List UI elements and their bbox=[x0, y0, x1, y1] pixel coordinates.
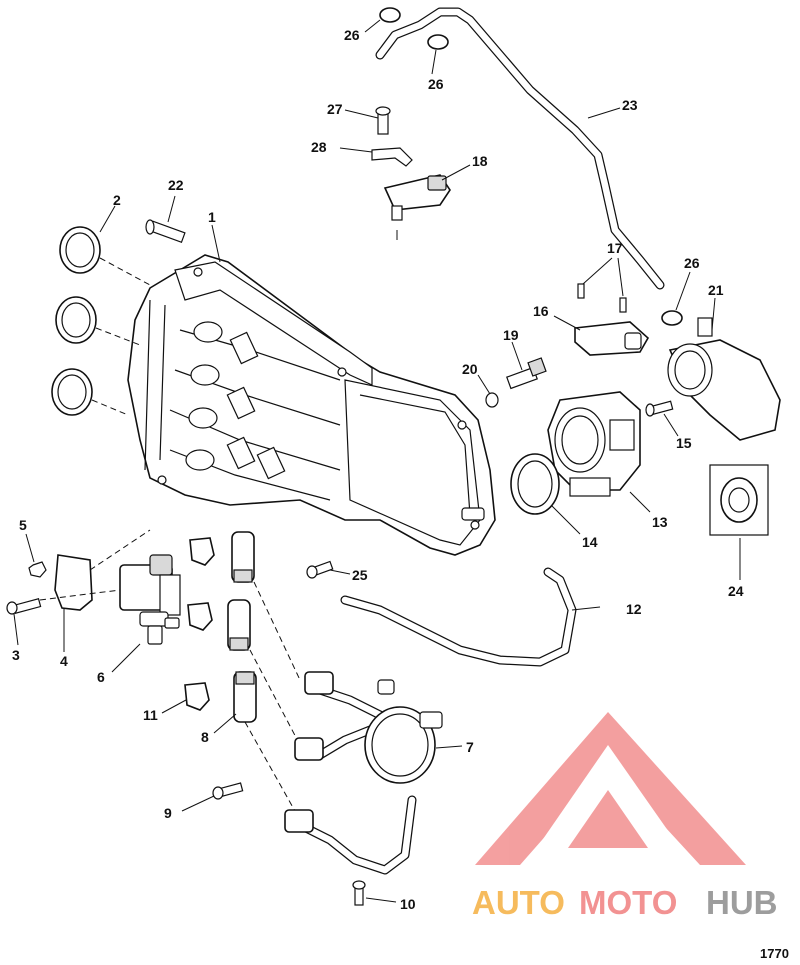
callout-23: 23 bbox=[622, 97, 638, 113]
watermark-auto: AUTO bbox=[472, 884, 565, 921]
watermark-logo-icon bbox=[475, 712, 746, 865]
callout-14: 14 bbox=[582, 534, 598, 550]
stud-bolt-22 bbox=[145, 219, 186, 244]
callout-3: 3 bbox=[12, 647, 20, 663]
callout-19: 19 bbox=[503, 327, 519, 343]
bolt-27 bbox=[375, 106, 391, 135]
temp-sensor-19 bbox=[506, 357, 547, 390]
callout-26a: 26 bbox=[344, 27, 360, 43]
callout-27: 27 bbox=[327, 101, 343, 117]
screw-17a bbox=[577, 283, 585, 299]
o-ring-seals bbox=[51, 226, 101, 416]
callout-13: 13 bbox=[652, 514, 668, 530]
callout-15: 15 bbox=[676, 435, 692, 451]
retaining-clips-11 bbox=[184, 537, 215, 711]
figure-number: 1770 bbox=[760, 946, 789, 961]
callout-18: 18 bbox=[472, 153, 488, 169]
watermark-moto: MOTO bbox=[579, 884, 677, 921]
callout-2: 2 bbox=[113, 192, 121, 208]
callout-26b: 26 bbox=[428, 76, 444, 92]
bolt-10 bbox=[352, 880, 366, 906]
intake-elbow-21 bbox=[667, 317, 781, 441]
callout-12: 12 bbox=[626, 601, 642, 617]
screw-17b bbox=[619, 297, 627, 313]
callout-28: 28 bbox=[311, 139, 327, 155]
callout-5: 5 bbox=[19, 517, 27, 533]
watermark-text: AUTO MOTO HUB bbox=[472, 884, 778, 921]
bracket-16 bbox=[574, 321, 650, 356]
bolt-25 bbox=[306, 560, 334, 579]
watermark-hub: HUB bbox=[706, 884, 778, 921]
wiring-harness-7 bbox=[284, 671, 443, 875]
callout-10: 10 bbox=[400, 896, 416, 912]
map-sensor-18 bbox=[383, 174, 451, 240]
callout-9: 9 bbox=[164, 805, 172, 821]
callout-21: 21 bbox=[708, 282, 724, 298]
callout-numbers: 1 2 3 4 5 6 7 8 9 10 11 12 13 14 15 16 1… bbox=[12, 27, 744, 912]
callout-4: 4 bbox=[60, 653, 68, 669]
callout-11: 11 bbox=[143, 707, 158, 723]
callout-16: 16 bbox=[533, 303, 549, 319]
leader-lines bbox=[13, 19, 741, 903]
callout-6: 6 bbox=[97, 669, 105, 685]
cable-12 bbox=[340, 567, 577, 667]
bolt-9 bbox=[212, 782, 244, 800]
callout-1: 1 bbox=[208, 209, 216, 225]
throttle-body-13 bbox=[547, 391, 641, 497]
nut-5 bbox=[28, 561, 47, 578]
hose-clamps bbox=[379, 7, 683, 326]
callout-26c: 26 bbox=[684, 255, 700, 271]
callout-25: 25 bbox=[352, 567, 368, 583]
callout-22: 22 bbox=[168, 177, 184, 193]
intake-manifold bbox=[127, 254, 496, 556]
callout-7: 7 bbox=[466, 739, 474, 755]
washer-20 bbox=[485, 392, 499, 408]
vent-hose-23 bbox=[375, 7, 665, 290]
gasket-14 bbox=[510, 453, 560, 515]
bolt-3 bbox=[6, 598, 42, 615]
callout-8: 8 bbox=[201, 729, 209, 745]
fuel-injectors-8 bbox=[227, 531, 257, 723]
callout-20: 20 bbox=[462, 361, 478, 377]
bracket-28 bbox=[371, 147, 413, 167]
callout-17: 17 bbox=[607, 240, 623, 256]
callout-24: 24 bbox=[728, 583, 744, 599]
grommet-24 bbox=[709, 464, 769, 536]
solenoid-valve-6 bbox=[119, 554, 181, 645]
bolt-15 bbox=[645, 400, 674, 417]
bracket-4 bbox=[54, 554, 93, 611]
